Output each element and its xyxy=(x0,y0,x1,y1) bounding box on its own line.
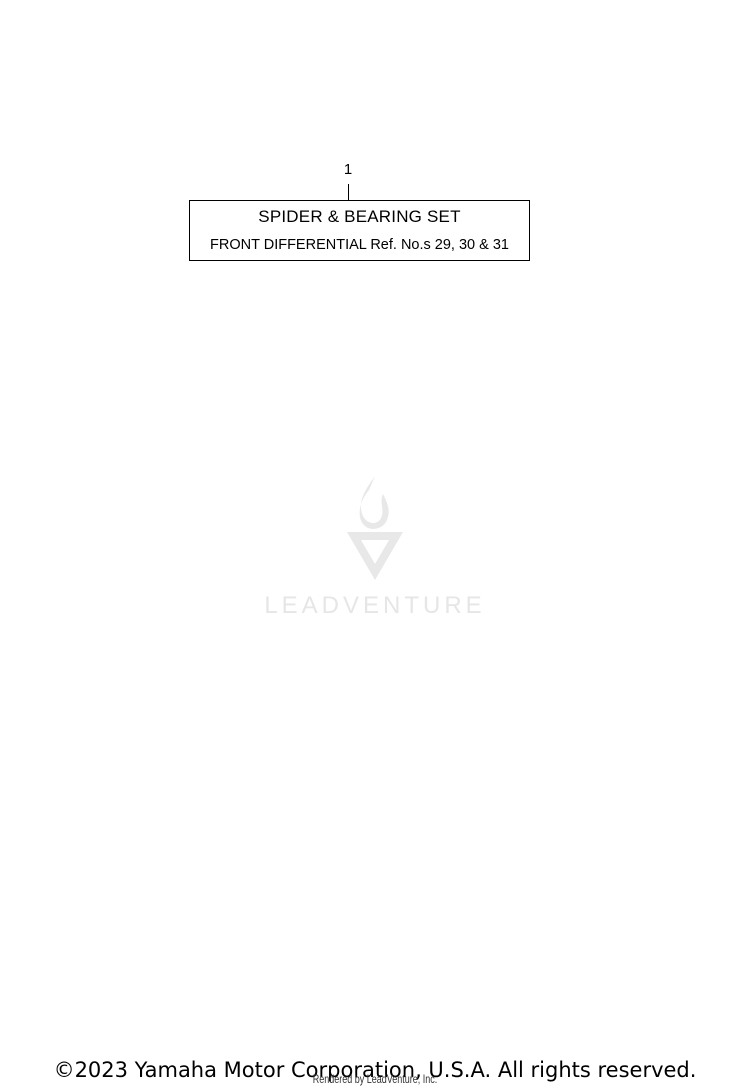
watermark: LEADVENTURE xyxy=(240,472,510,622)
part-name: SPIDER & BEARING SET xyxy=(258,207,461,226)
flame-v-logo-icon xyxy=(347,476,403,580)
part-label-box: SPIDER & BEARING SET FRONT DIFFERENTIAL … xyxy=(189,200,530,261)
part-reference: FRONT DIFFERENTIAL Ref. No.s 29, 30 & 31 xyxy=(210,237,509,253)
copyright-notice: ©2023 Yamaha Motor Corporation, U.S.A. A… xyxy=(53,1058,697,1082)
leader-line xyxy=(348,184,349,201)
callout-number: 1 xyxy=(343,161,353,178)
watermark-text: LEADVENTURE xyxy=(264,592,486,619)
rendered-by-notice: Rendered by LeadVenture, Inc. xyxy=(312,1072,438,1086)
